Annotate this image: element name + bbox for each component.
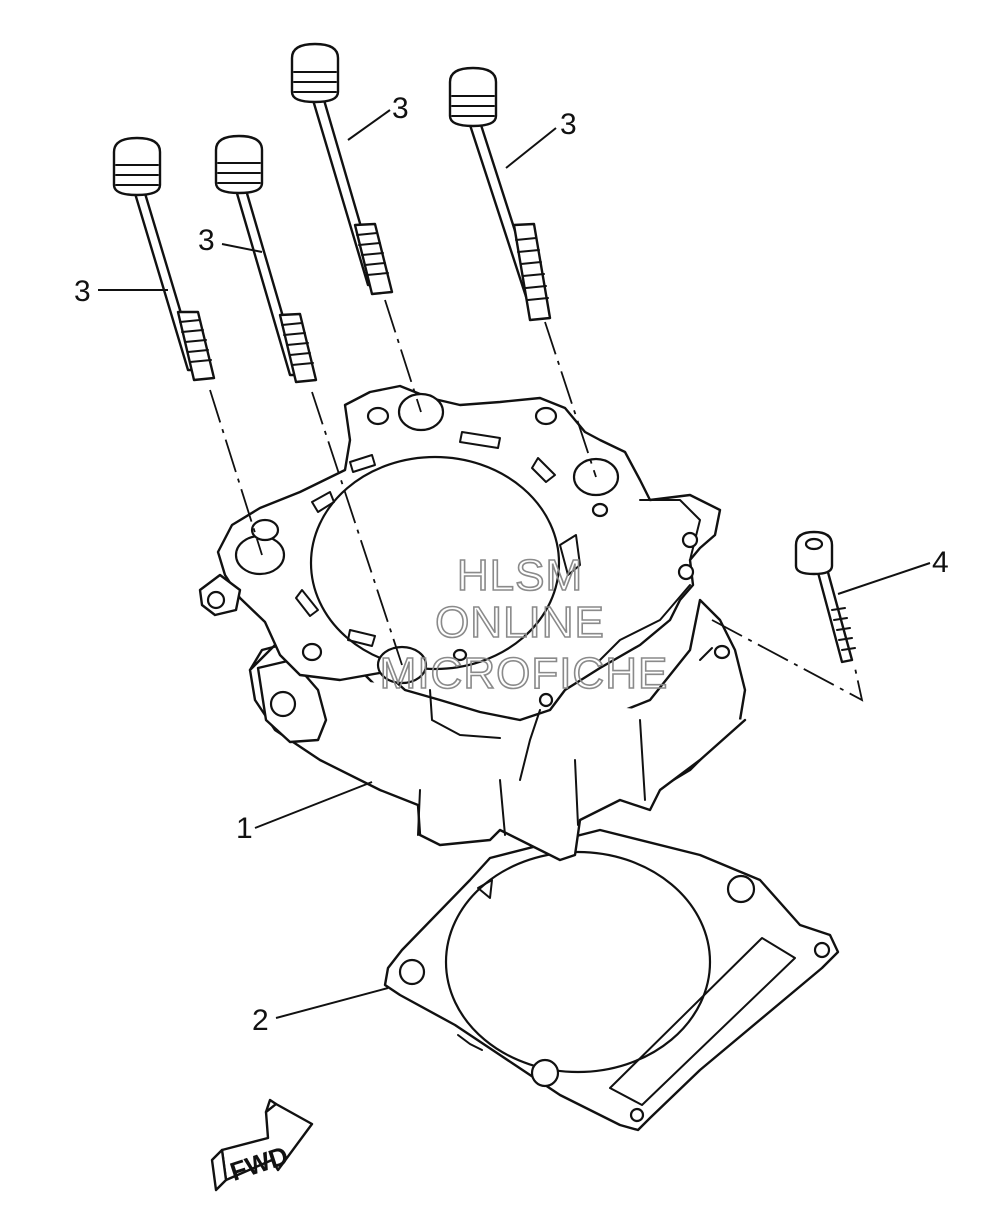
assembly-center-lines (209, 299, 864, 702)
callout-stud-bolt-a: 3 (74, 275, 91, 308)
callout-stud-bolt-b: 3 (198, 224, 215, 257)
watermark-line-3: MICROFICHE (380, 649, 669, 698)
cylinder-bolt[interactable] (794, 530, 856, 664)
callout-stud-bolt-d: 3 (560, 108, 577, 141)
leader-lines (98, 109, 931, 1019)
cylinder-stud-bolt-3[interactable] (290, 42, 394, 296)
cylinder-stud-bolt-1[interactable] (112, 136, 216, 382)
cylinder-stud-bolt-4[interactable] (448, 66, 552, 322)
forward-direction-arrow: FWD (210, 1098, 314, 1192)
callout-stud-bolt-c: 3 (392, 92, 409, 125)
callout-bolt: 4 (932, 546, 949, 579)
watermark-line-2: ONLINE (435, 598, 605, 647)
callout-gasket: 2 (252, 1004, 269, 1037)
watermark-line-1: HLSM (457, 551, 583, 600)
callout-cylinder: 1 (236, 812, 253, 845)
watermark: HLSM ONLINE MICROFICHE (379, 550, 669, 699)
cylinder-stud-bolt-2[interactable] (214, 134, 318, 384)
callout-labels: 1 2 3 3 3 3 4 (74, 92, 949, 1037)
cylinder-base-gasket[interactable] (383, 828, 840, 1132)
cylinder-body[interactable] (198, 384, 747, 862)
